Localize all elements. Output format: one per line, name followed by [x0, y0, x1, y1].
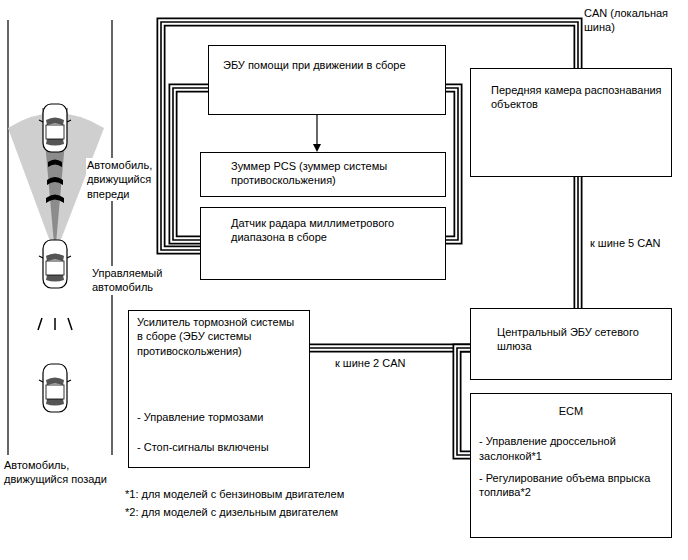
car-own: [39, 240, 71, 288]
box-title: Датчик радара миллиметрового диапазона в…: [231, 216, 437, 245]
box-item: - Управление тормозами: [137, 410, 301, 424]
box-item: - Стоп-сигналы включены: [137, 440, 301, 454]
box-item: - Регулирование объема впрыска топлива*2: [479, 471, 663, 500]
box-title: ЭБУ помощи при движении в сборе: [223, 58, 437, 72]
road-edge: [7, 20, 8, 455]
ecu-box: ЭБУ помощи при движении в сборе: [208, 45, 446, 115]
car-behind: [39, 364, 71, 412]
box-title: Зуммер PCS (зуммер системы противоскольж…: [231, 159, 437, 188]
car-label: Автомобиль, движущийся впереди: [86, 158, 156, 201]
car-label: Автомобиль, движущийся позади: [3, 458, 115, 487]
road-edge: [111, 20, 112, 455]
motion-marks: [38, 318, 72, 330]
bus-label: к шине 2 CAN: [334, 356, 436, 370]
radar-box: Датчик радара миллиметрового диапазона в…: [200, 207, 446, 280]
camera-box: Передняя камера распознавания объектов: [470, 68, 672, 177]
gateway-box: Центральный ЭБУ сетевого шлюза: [470, 308, 672, 380]
box-item: - Управление дроссельной заслонкой*1: [479, 434, 663, 463]
box-title: Усилитель тормозной системы в сборе (ЭБУ…: [137, 315, 301, 358]
buzzer-box: Зуммер PCS (зуммер системы противоскольж…: [200, 152, 446, 197]
box-title: ECM: [479, 404, 663, 418]
ecm-box: ECM - Управление дроссельной заслонкой*1 -…: [470, 393, 672, 538]
footnote: *2: для моделей с дизельным двигателем: [124, 505, 386, 519]
footnote: *1: для моделей с бензиновым двигателем: [124, 487, 386, 501]
can-bus: [578, 177, 579, 308]
bus-label: CAN (локальная шина): [583, 6, 685, 35]
signal-arrow: [313, 115, 321, 152]
box-title: Центральный ЭБУ сетевого шлюза: [497, 325, 663, 354]
bus-label: к шине 5 CAN: [589, 236, 681, 250]
can-bus: [446, 88, 458, 240]
box-title: Передняя камера распознавания объектов: [491, 83, 663, 112]
can-bus: [310, 348, 470, 349]
car-label: Управляемый автомобиль: [91, 266, 173, 295]
car-front: [39, 104, 71, 152]
arrow-head: [313, 144, 321, 152]
can-bus: [457, 348, 470, 455]
brake-box: Усилитель тормозной системы в сборе (ЭБУ…: [128, 310, 310, 468]
